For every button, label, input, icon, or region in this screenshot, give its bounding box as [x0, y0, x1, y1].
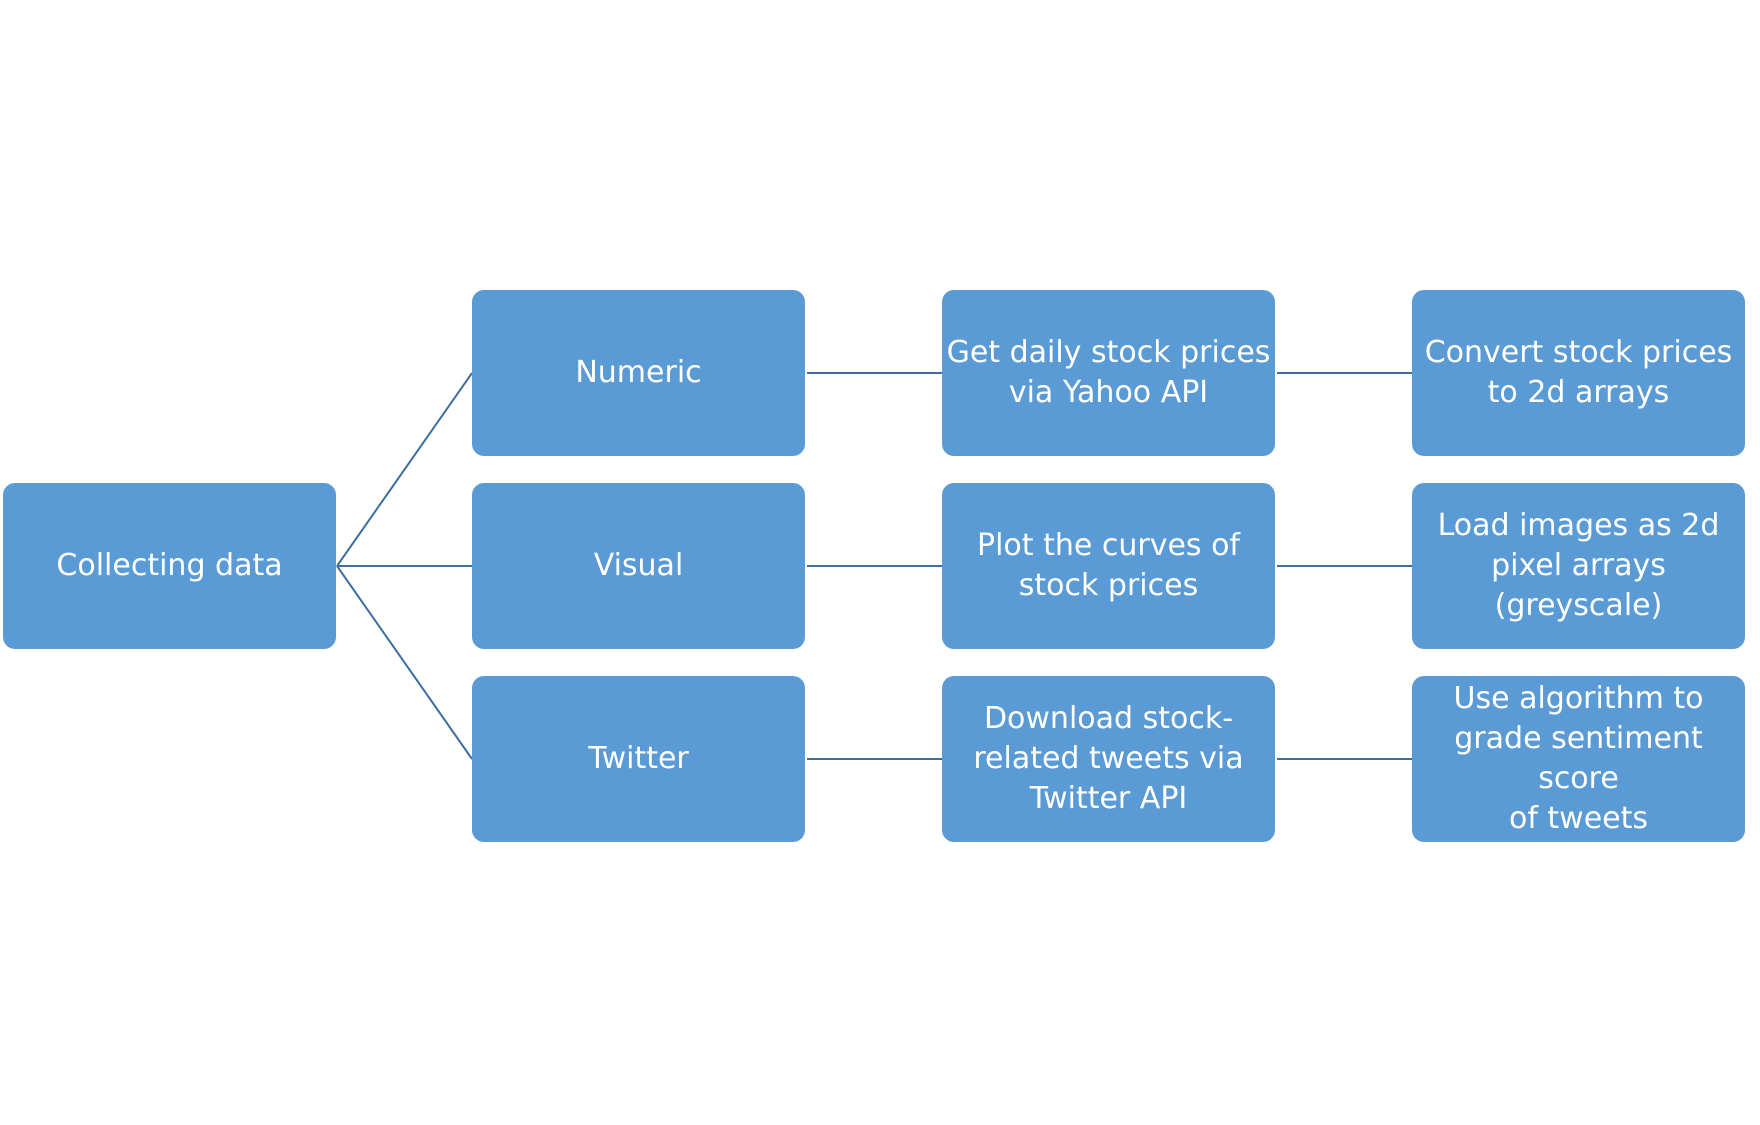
- node-twitter: Twitter: [472, 676, 805, 842]
- node-label: Use algorithm to grade sentiment score o…: [1453, 681, 1704, 836]
- node-numeric: Numeric: [472, 290, 805, 456]
- node-collecting-data: Collecting data: [3, 483, 336, 649]
- node-convert-stock-prices: Convert stock prices to 2d arrays: [1412, 290, 1745, 456]
- connector-root-twitter: [336, 565, 473, 760]
- node-label: Plot the curves of stock prices: [977, 528, 1240, 603]
- node-label: Twitter: [588, 741, 689, 776]
- node-get-daily-stock-prices: Get daily stock prices via Yahoo API: [942, 290, 1275, 456]
- node-label: Convert stock prices to 2d arrays: [1424, 335, 1733, 410]
- node-download-tweets: Download stock- related tweets via Twitt…: [942, 676, 1275, 842]
- node-label: Numeric: [575, 355, 702, 390]
- connector-root-numeric: [336, 372, 473, 567]
- node-grade-sentiment: Use algorithm to grade sentiment score o…: [1412, 676, 1745, 842]
- node-visual: Visual: [472, 483, 805, 649]
- node-label: Download stock- related tweets via Twitt…: [973, 701, 1244, 816]
- node-label: Load images as 2d pixel arrays (greyscal…: [1437, 508, 1720, 623]
- node-plot-curves: Plot the curves of stock prices: [942, 483, 1275, 649]
- node-label: Visual: [593, 548, 684, 583]
- node-label: Get daily stock prices via Yahoo API: [946, 335, 1271, 410]
- node-label: Collecting data: [56, 548, 283, 583]
- node-load-images: Load images as 2d pixel arrays (greyscal…: [1412, 483, 1745, 649]
